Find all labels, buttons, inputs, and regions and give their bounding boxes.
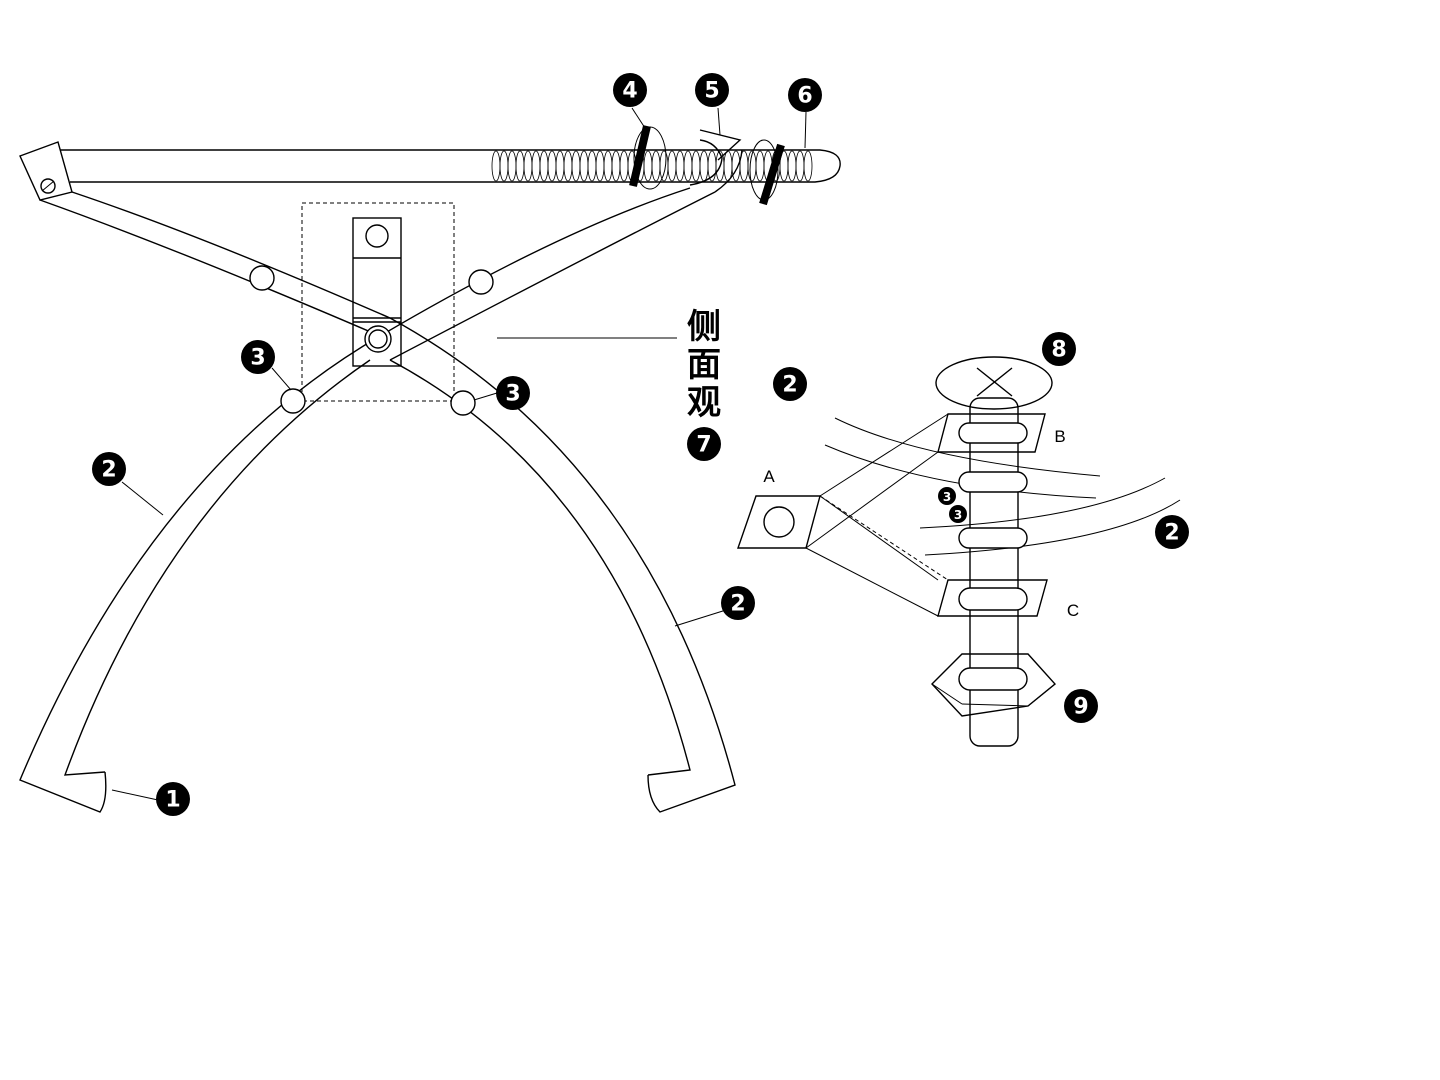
badge-ring-left: 4 bbox=[613, 73, 647, 107]
thread-rib bbox=[755, 150, 765, 182]
side-view-caption: 侧 面 观 bbox=[687, 307, 721, 423]
side-view-char-1: 侧 bbox=[687, 307, 721, 347]
badge-arm-detail-right: 2 bbox=[1155, 515, 1189, 549]
thread-rib bbox=[683, 150, 693, 182]
thread-rib bbox=[699, 150, 709, 182]
leader-lines bbox=[111, 107, 807, 801]
badge-arm-detail-top: 2 bbox=[773, 367, 807, 401]
thread-ribs bbox=[491, 150, 813, 182]
svg-text:8: 8 bbox=[1051, 338, 1066, 363]
thread-rib bbox=[643, 150, 653, 182]
svg-text:3: 3 bbox=[954, 508, 962, 522]
badge-arm-left: 2 bbox=[92, 452, 126, 486]
side-view-char-2: 面 bbox=[687, 345, 721, 385]
thread-rib bbox=[651, 150, 661, 182]
svg-text:5: 5 bbox=[704, 79, 719, 104]
thread-rib bbox=[803, 150, 813, 182]
thread-rib bbox=[563, 150, 573, 182]
thread-rib bbox=[795, 150, 805, 182]
top-bar bbox=[60, 149, 841, 183]
thread-rib bbox=[499, 150, 509, 182]
thread-rib bbox=[523, 150, 533, 182]
thread-rib bbox=[675, 150, 685, 182]
thread-rib bbox=[691, 150, 701, 182]
label-c: C bbox=[1067, 601, 1079, 620]
pin-holes bbox=[249, 265, 494, 416]
badge-pin-left: 3 bbox=[241, 340, 275, 374]
thread-rib bbox=[723, 150, 733, 182]
lower-legs bbox=[19, 317, 736, 813]
badge-screw: 8 bbox=[1042, 332, 1076, 366]
badge-arm-right: 2 bbox=[721, 586, 755, 620]
thread-rib bbox=[539, 150, 549, 182]
badge-pin-right: 3 bbox=[496, 376, 530, 410]
svg-text:3: 3 bbox=[505, 382, 520, 407]
upper-arms bbox=[39, 187, 716, 361]
thread-rib bbox=[587, 150, 597, 182]
svg-text:6: 6 bbox=[797, 84, 812, 109]
thread-rib bbox=[571, 150, 581, 182]
svg-text:3: 3 bbox=[943, 490, 951, 504]
svg-text:4: 4 bbox=[622, 79, 637, 104]
label-a: A bbox=[763, 467, 775, 486]
thread-rib bbox=[547, 150, 557, 182]
badge-nut: 9 bbox=[1064, 689, 1098, 723]
svg-text:2: 2 bbox=[1164, 521, 1179, 546]
center-hinge bbox=[301, 202, 455, 402]
svg-text:2: 2 bbox=[101, 458, 116, 483]
label-b: B bbox=[1054, 427, 1065, 446]
thread-rib bbox=[603, 150, 613, 182]
thread-rib bbox=[555, 150, 565, 182]
thread-rib bbox=[531, 150, 541, 182]
side-view-char-3: 观 bbox=[687, 383, 721, 423]
thread-rib bbox=[731, 150, 741, 182]
svg-text:2: 2 bbox=[782, 373, 797, 398]
svg-text:1: 1 bbox=[165, 788, 180, 813]
ring-left bbox=[629, 125, 667, 190]
thread-rib bbox=[787, 150, 797, 182]
ring-right bbox=[749, 139, 785, 206]
thread-rib bbox=[515, 150, 525, 182]
badge-side-view: 7 bbox=[687, 427, 721, 461]
thread-rib bbox=[491, 150, 501, 182]
badge-pin-detail-1: 3 bbox=[938, 487, 956, 505]
svg-text:9: 9 bbox=[1073, 695, 1088, 720]
thread-rib bbox=[579, 150, 589, 182]
badge-hook: 1 bbox=[156, 782, 190, 816]
badge-arrow: 5 bbox=[695, 73, 729, 107]
thread-rib bbox=[667, 150, 677, 182]
thread-rib bbox=[595, 150, 605, 182]
thread-rib bbox=[619, 150, 629, 182]
svg-text:7: 7 bbox=[696, 433, 711, 458]
badge-pin-detail-2: 3 bbox=[949, 505, 967, 523]
arrow-curl bbox=[689, 129, 743, 193]
svg-text:3: 3 bbox=[250, 346, 265, 371]
thread-rib bbox=[659, 150, 669, 182]
thread-rib bbox=[507, 150, 517, 182]
svg-text:2: 2 bbox=[730, 592, 745, 617]
side-view-detail: A B C bbox=[737, 356, 1181, 747]
badge-ring-right: 6 bbox=[788, 78, 822, 112]
thread-rib bbox=[611, 150, 621, 182]
